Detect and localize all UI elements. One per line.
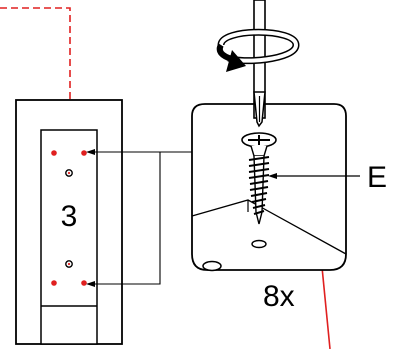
guide-line-top — [0, 7, 71, 100]
wood-screw-icon — [241, 132, 277, 225]
leader-arrowhead — [86, 149, 95, 155]
panel-inner-strip — [40, 129, 98, 345]
detail-hole — [202, 260, 222, 272]
rotation-arrow-band — [219, 30, 299, 63]
leader-line — [92, 151, 192, 285]
quantity-label: 8x — [263, 280, 295, 313]
detail-hole — [251, 239, 267, 249]
dowel-hole-center — [67, 262, 71, 266]
detail-box — [191, 103, 347, 272]
panel: 3 — [15, 99, 123, 345]
part-label: E — [367, 161, 387, 194]
hole-marker-red — [81, 150, 87, 156]
rotation-arrowhead — [226, 50, 246, 72]
leader-lines — [92, 151, 192, 285]
guide-line-bottom — [321, 266, 331, 349]
detail-box-outline — [191, 103, 347, 271]
dowel-hole-center — [67, 171, 71, 175]
part-leader-arrowhead — [268, 173, 277, 179]
rotation-arrow-icon — [216, 28, 300, 72]
screw-head-slot — [248, 135, 270, 145]
hole-marker-red — [51, 280, 57, 286]
hole-marker-red — [81, 280, 87, 286]
leader-arrowhead — [86, 281, 95, 287]
hole-marker-red — [51, 150, 57, 156]
screw-thread — [248, 156, 270, 215]
panel-number: 3 — [61, 200, 78, 233]
screw-neck — [250, 145, 268, 157]
